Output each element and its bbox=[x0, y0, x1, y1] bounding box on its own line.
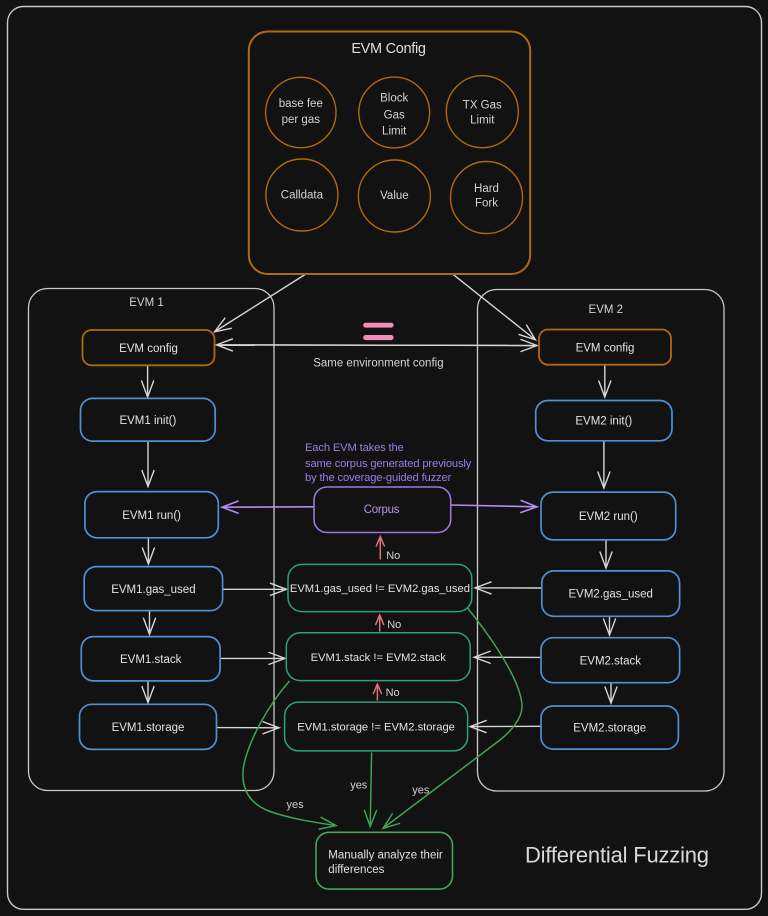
svg-text:Calldata: Calldata bbox=[281, 190, 324, 202]
svg-text:No: No bbox=[386, 550, 400, 562]
svg-text:yes: yes bbox=[287, 799, 305, 811]
svg-text:Each EVM takes the: Each EVM takes the bbox=[305, 442, 404, 454]
svg-text:Fork: Fork bbox=[475, 198, 498, 210]
svg-text:yes: yes bbox=[350, 780, 368, 792]
svg-text:EVM 1: EVM 1 bbox=[129, 297, 164, 309]
svg-text:Value: Value bbox=[380, 190, 409, 202]
svg-text:No: No bbox=[387, 619, 401, 631]
svg-text:No: No bbox=[386, 687, 400, 699]
svg-text:per gas: per gas bbox=[282, 114, 321, 126]
svg-text:yes: yes bbox=[412, 785, 430, 797]
svg-text:EVM1.gas_used: EVM1.gas_used bbox=[111, 584, 195, 596]
svg-text:Hard: Hard bbox=[474, 183, 499, 195]
svg-text:EVM config: EVM config bbox=[119, 343, 178, 355]
svg-text:EVM1 run(): EVM1 run() bbox=[122, 510, 181, 522]
svg-text:Limit: Limit bbox=[382, 126, 407, 138]
svg-text:Manually analyze their: Manually analyze their bbox=[328, 849, 443, 861]
svg-text:Block: Block bbox=[380, 93, 408, 105]
svg-text:EVM1 init(): EVM1 init() bbox=[119, 415, 176, 427]
svg-text:Gas: Gas bbox=[384, 110, 405, 122]
svg-text:EVM2.stack: EVM2.stack bbox=[580, 655, 642, 667]
svg-text:Limit: Limit bbox=[470, 115, 495, 127]
svg-text:EVM 2: EVM 2 bbox=[589, 304, 624, 316]
svg-text:TX Gas: TX Gas bbox=[463, 100, 502, 112]
svg-text:Same environment config: Same environment config bbox=[313, 357, 443, 369]
svg-text:EVM1.stack: EVM1.stack bbox=[120, 654, 182, 666]
svg-text:EVM2 init(): EVM2 init() bbox=[575, 416, 632, 428]
svg-text:EVM1.gas_used != EVM2.gas_used: EVM1.gas_used != EVM2.gas_used bbox=[290, 583, 470, 595]
svg-text:EVM1.storage != EVM2.storage: EVM1.storage != EVM2.storage bbox=[297, 722, 455, 734]
svg-text:EVM2 run(): EVM2 run() bbox=[579, 511, 638, 523]
svg-text:EVM1.stack != EVM2.stack: EVM1.stack != EVM2.stack bbox=[311, 652, 447, 664]
svg-text:same corpus generated previous: same corpus generated previously bbox=[305, 458, 472, 470]
svg-text:Corpus: Corpus bbox=[364, 504, 400, 516]
svg-text:base fee: base fee bbox=[279, 98, 323, 110]
svg-text:Differential Fuzzing: Differential Fuzzing bbox=[525, 842, 709, 867]
svg-text:EVM2.gas_used: EVM2.gas_used bbox=[569, 589, 653, 601]
svg-text:EVM1.storage: EVM1.storage bbox=[112, 722, 185, 734]
svg-text:EVM Config: EVM Config bbox=[351, 41, 426, 57]
svg-text:EVM2.storage: EVM2.storage bbox=[573, 723, 646, 735]
svg-text:differences: differences bbox=[328, 864, 384, 876]
svg-text:by the coverage-guided fuzzer: by the coverage-guided fuzzer bbox=[305, 472, 452, 484]
svg-text:EVM config: EVM config bbox=[576, 342, 635, 354]
